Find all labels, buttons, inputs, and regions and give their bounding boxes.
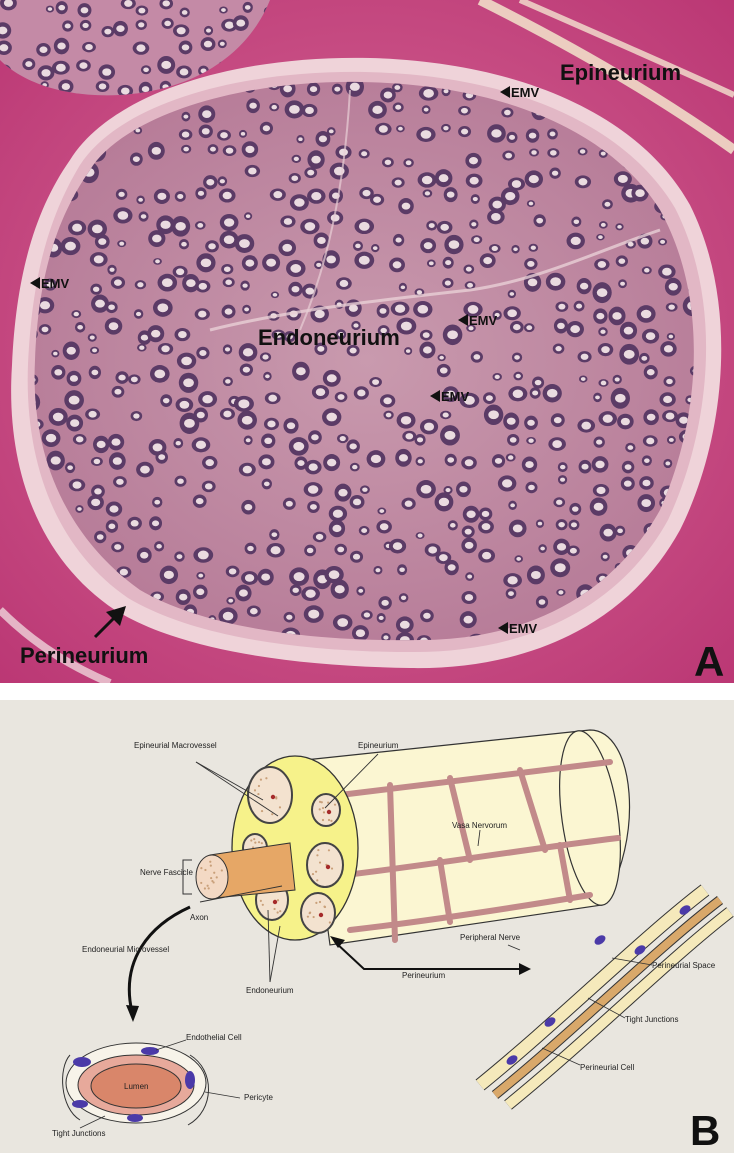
label-nerve-fascicle: Nerve Fascicle	[140, 868, 193, 877]
label-perineurial-space: Perineurial Space	[652, 961, 716, 970]
label-perineurium-a: Perineurium	[20, 643, 148, 668]
label-tight-junctions-right: Tight Junctions	[625, 1015, 679, 1024]
schematic-svg: Epineurial Macrovessel Epineurium Vasa N…	[0, 700, 734, 1153]
label-lumen: Lumen	[124, 1082, 148, 1091]
svg-text:EMV: EMV	[509, 621, 538, 636]
schematic-panel-b: Epineurial Macrovessel Epineurium Vasa N…	[0, 700, 734, 1153]
label-epineurial-macrovessel: Epineurial Macrovessel	[134, 741, 217, 750]
label-endothelial-cell: Endothelial Cell	[186, 1033, 242, 1042]
label-tight-junctions-left: Tight Junctions	[52, 1129, 106, 1138]
svg-text:EMV: EMV	[41, 276, 70, 291]
panel-letter-a: A	[694, 638, 724, 683]
label-peripheral-nerve: Peripheral Nerve	[460, 933, 521, 942]
fascicle	[312, 794, 340, 826]
label-endoneurial-microvessel: Endoneurial Microvessel	[82, 945, 169, 954]
label-axon: Axon	[190, 913, 208, 922]
label-endoneurium-a: Endoneurium	[258, 325, 400, 350]
histology-panel-a: Epineurium Endoneurium Perineurium EMV E…	[0, 0, 734, 683]
panel-letter-b: B	[690, 1107, 720, 1153]
label-epineurium-a: Epineurium	[560, 60, 681, 85]
label-pericyte: Pericyte	[244, 1093, 273, 1102]
label-endoneurium-b: Endoneurium	[246, 986, 294, 995]
label-vasa-nervorum: Vasa Nervorum	[452, 821, 507, 830]
fascicle	[301, 893, 335, 933]
svg-text:EMV: EMV	[441, 389, 470, 404]
micrograph-svg: Epineurium Endoneurium Perineurium EMV E…	[0, 0, 734, 683]
label-perineurial-cell: Perineurial Cell	[580, 1063, 634, 1072]
label-perineurium-b: Perineurium	[402, 971, 445, 980]
fascicle	[307, 843, 343, 887]
svg-text:EMV: EMV	[469, 313, 498, 328]
label-epineurium-b: Epineurium	[358, 741, 399, 750]
svg-text:EMV: EMV	[511, 85, 540, 100]
